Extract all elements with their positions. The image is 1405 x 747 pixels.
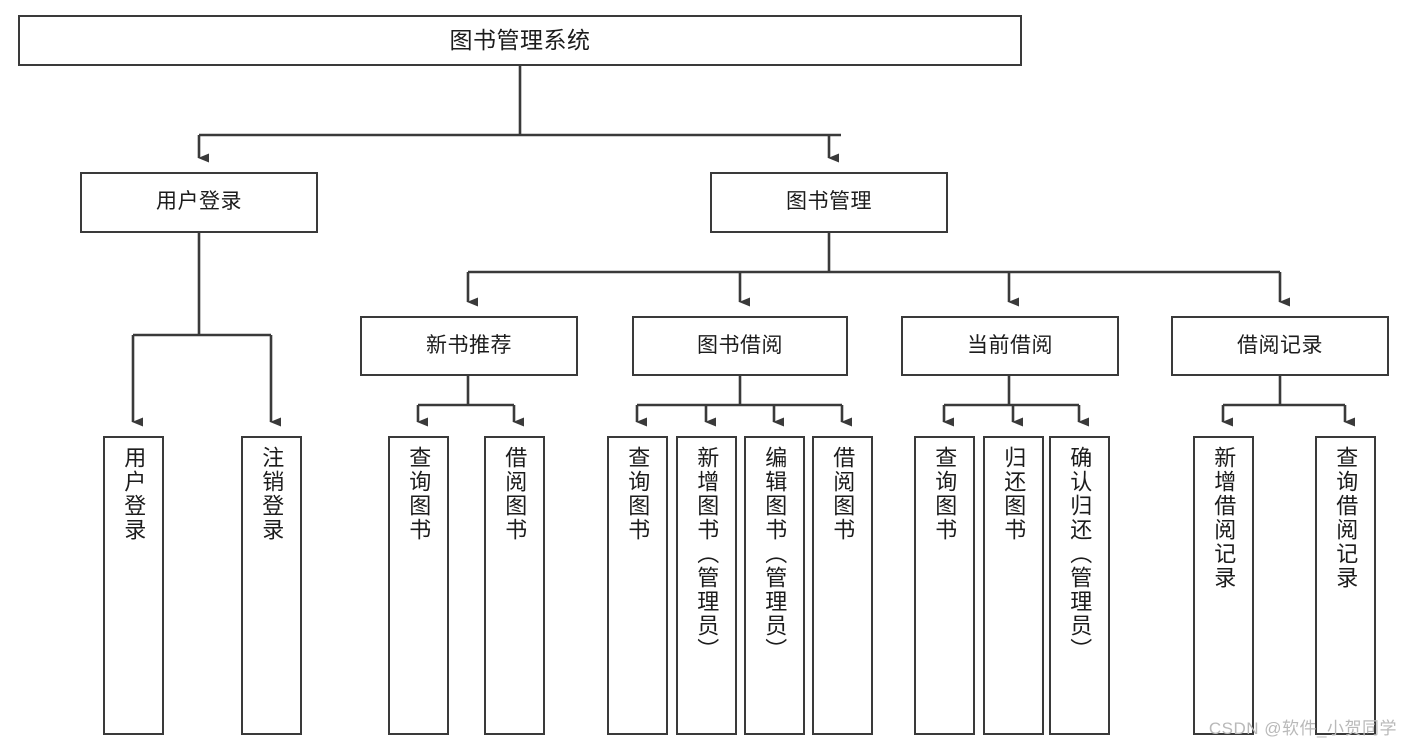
- leaf-new-book-query-book[interactable]: 查询图书: [388, 436, 449, 735]
- leaf-current-borrow-query-book[interactable]: 查询图书: [914, 436, 975, 735]
- node-label: 借阅图书: [830, 446, 856, 542]
- leaf-borrow-records-add-record[interactable]: 新增借阅记录: [1193, 436, 1254, 735]
- node-label: 查询图书: [406, 446, 432, 542]
- node-label: 查询图书: [625, 446, 651, 542]
- node-label: 当前借阅: [967, 333, 1053, 357]
- leaf-book-borrow-borrow-book[interactable]: 借阅图书: [812, 436, 873, 735]
- leaf-user-login-login[interactable]: 用户登录: [103, 436, 164, 735]
- node-label: 新增图书（管理员）: [694, 446, 720, 662]
- leaf-borrow-records-query-record[interactable]: 查询借阅记录: [1315, 436, 1376, 735]
- node-label: 借阅记录: [1237, 333, 1323, 357]
- leaf-book-borrow-query-book[interactable]: 查询图书: [607, 436, 668, 735]
- node-label: 新增借阅记录: [1211, 446, 1237, 590]
- leaf-book-borrow-edit-book-admin[interactable]: 编辑图书（管理员）: [744, 436, 805, 735]
- node-label: 图书借阅: [697, 333, 783, 357]
- node-book-borrow[interactable]: 图书借阅: [632, 316, 848, 376]
- node-label: 新书推荐: [426, 333, 512, 357]
- node-label: 注销登录: [259, 446, 285, 542]
- node-label: 确认归还（管理员）: [1067, 446, 1093, 662]
- node-current-borrow[interactable]: 当前借阅: [901, 316, 1119, 376]
- leaf-current-borrow-return-book[interactable]: 归还图书: [983, 436, 1044, 735]
- node-book-management[interactable]: 图书管理: [710, 172, 948, 233]
- node-label: 编辑图书（管理员）: [762, 446, 788, 662]
- node-label: 查询借阅记录: [1333, 446, 1359, 590]
- node-label: 图书管理系统: [449, 27, 591, 54]
- node-root-book-management-system[interactable]: 图书管理系统: [18, 15, 1022, 66]
- node-label: 借阅图书: [502, 446, 528, 542]
- node-borrow-records[interactable]: 借阅记录: [1171, 316, 1389, 376]
- node-label: 查询图书: [932, 446, 958, 542]
- node-label: 用户登录: [156, 190, 242, 214]
- leaf-book-borrow-add-book-admin[interactable]: 新增图书（管理员）: [676, 436, 737, 735]
- node-new-book-recommend[interactable]: 新书推荐: [360, 316, 578, 376]
- node-label: 归还图书: [1001, 446, 1027, 542]
- node-label: 用户登录: [121, 446, 147, 542]
- node-label: 图书管理: [786, 190, 872, 214]
- leaf-new-book-borrow-book[interactable]: 借阅图书: [484, 436, 545, 735]
- leaf-current-borrow-confirm-return-admin[interactable]: 确认归还（管理员）: [1049, 436, 1110, 735]
- leaf-user-login-logout[interactable]: 注销登录: [241, 436, 302, 735]
- node-user-login[interactable]: 用户登录: [80, 172, 318, 233]
- csdn-watermark: CSDN @软件_小贺同学: [1208, 719, 1397, 738]
